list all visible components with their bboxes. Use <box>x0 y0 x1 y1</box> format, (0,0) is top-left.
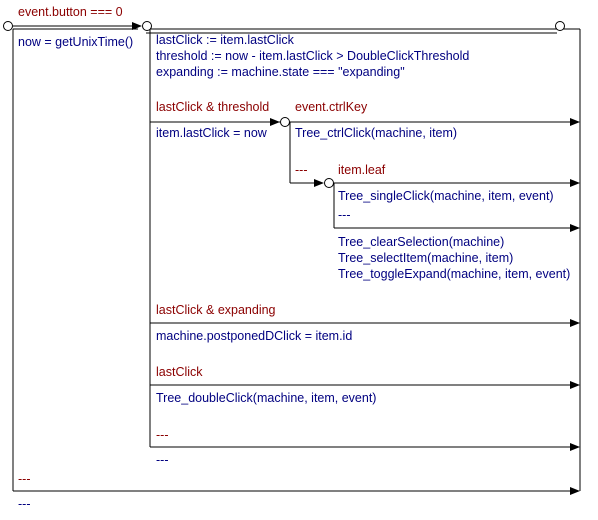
ctrlkey-else-label: --- <box>295 163 308 177</box>
lastclick-else-action: --- <box>156 453 169 467</box>
start-node <box>3 21 13 31</box>
leaf-else-label: --- <box>338 208 351 222</box>
assign-threshold: threshold := now - item.lastClick > Doub… <box>156 49 470 63</box>
threshold-action: item.lastClick = now <box>156 126 267 140</box>
expanding-condition: lastClick & expanding <box>156 303 276 317</box>
threshold-condition: lastClick & threshold <box>156 100 270 114</box>
leaf-action: Tree_singleClick(machine, item, event) <box>338 189 554 203</box>
lastclick-action: Tree_doubleClick(machine, item, event) <box>156 391 377 405</box>
leaf-else-line-1: Tree_clearSelection(machine) <box>338 235 505 249</box>
leaf-else-line-2: Tree_selectItem(machine, item) <box>338 251 514 265</box>
inner-start-node <box>142 21 152 31</box>
expanding-action: machine.postponedDClick = item.id <box>156 329 353 343</box>
leaf-condition: item.leaf <box>338 163 386 177</box>
leaf-else-line-3: Tree_toggleExpand(machine, item, event) <box>338 267 571 281</box>
threshold-node <box>280 117 290 127</box>
top-else-label: --- <box>18 472 31 486</box>
lastclick-arrow <box>570 381 580 389</box>
ctrlkey-arrow <box>570 118 580 126</box>
expanding-arrow <box>570 319 580 327</box>
leaf-node <box>324 178 334 188</box>
top-action: now = getUnixTime() <box>18 35 134 49</box>
outer-end-node <box>555 21 565 31</box>
lastclick-condition: lastClick <box>156 365 203 379</box>
ctrlkey-condition: event.ctrlKey <box>295 100 368 114</box>
ctrlkey-action: Tree_ctrlClick(machine, item) <box>295 126 458 140</box>
lastclick-else-label: --- <box>156 428 169 442</box>
top-condition: event.button === 0 <box>18 5 123 19</box>
outer-bottom-arrow <box>570 487 580 495</box>
top-else-action: --- <box>18 497 31 511</box>
assign-lastclick: lastClick := item.lastClick <box>156 33 294 47</box>
leaf-else-arrow <box>570 224 580 232</box>
assign-expanding: expanding := machine.state === "expandin… <box>156 65 405 79</box>
leaf-entry-arrow <box>314 179 324 187</box>
leaf-arrow <box>570 179 580 187</box>
threshold-arrow <box>270 118 280 126</box>
